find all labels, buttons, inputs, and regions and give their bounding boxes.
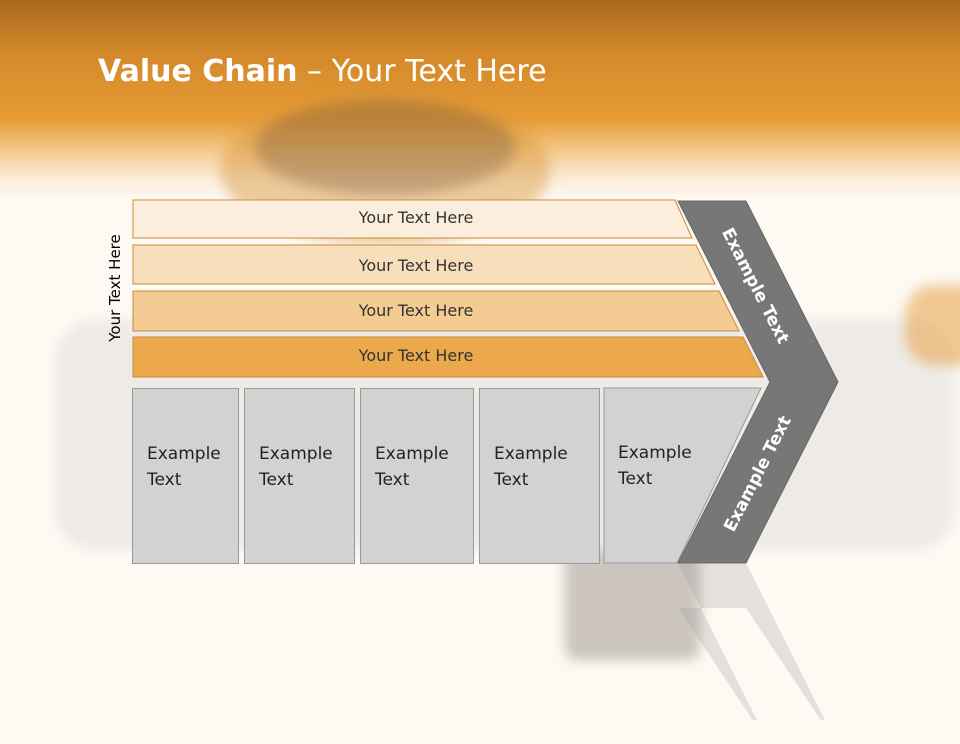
primary-activity-1-line1: Example <box>147 444 221 464</box>
primary-activity-4-line2: Text <box>494 470 529 490</box>
primary-activity-box-4: Example Text <box>479 388 600 564</box>
primary-activity-4-line1: Example <box>494 444 568 464</box>
primary-activity-box-3: Example Text <box>360 388 474 564</box>
support-band-2 <box>132 244 716 285</box>
primary-activity-3-line1: Example <box>375 444 449 464</box>
primary-activity-5-line1: Example <box>618 443 692 463</box>
support-band-2-label: Your Text Here <box>358 256 474 275</box>
header-band <box>0 0 960 200</box>
support-band-1-label: Your Text Here <box>358 208 474 227</box>
support-band-4 <box>132 336 764 378</box>
support-band-4-label: Your Text Here <box>358 346 474 365</box>
background-photo-handle <box>905 285 960 365</box>
background-photo-cylinder <box>565 550 700 660</box>
title-bold: Value Chain <box>98 54 298 89</box>
primary-activity-2-line2: Text <box>259 470 294 490</box>
background-photo-disc-center <box>255 100 515 195</box>
slide-title: Value Chain – Your Text Here <box>98 54 547 89</box>
primary-activity-5-line2: Text <box>618 469 653 489</box>
primary-activity-box-5-text: Example Text <box>604 388 692 492</box>
value-chain-shapes: Example Text Example Text <box>132 199 839 720</box>
support-band-3 <box>132 290 740 332</box>
title-rest: – Your Text Here <box>297 54 547 89</box>
primary-activity-box-1: Example Text <box>132 388 239 564</box>
primary-activity-box-2: Example Text <box>244 388 355 564</box>
primary-activity-box-5 <box>603 387 762 564</box>
support-band-1 <box>132 199 693 239</box>
support-band-3-label: Your Text Here <box>358 301 474 320</box>
chevron-reflection <box>678 563 825 720</box>
margin-chevron <box>677 200 839 564</box>
primary-activity-2-line1: Example <box>259 444 333 464</box>
primary-activity-3-line2: Text <box>375 470 410 490</box>
primary-activity-1-line2: Text <box>147 470 182 490</box>
